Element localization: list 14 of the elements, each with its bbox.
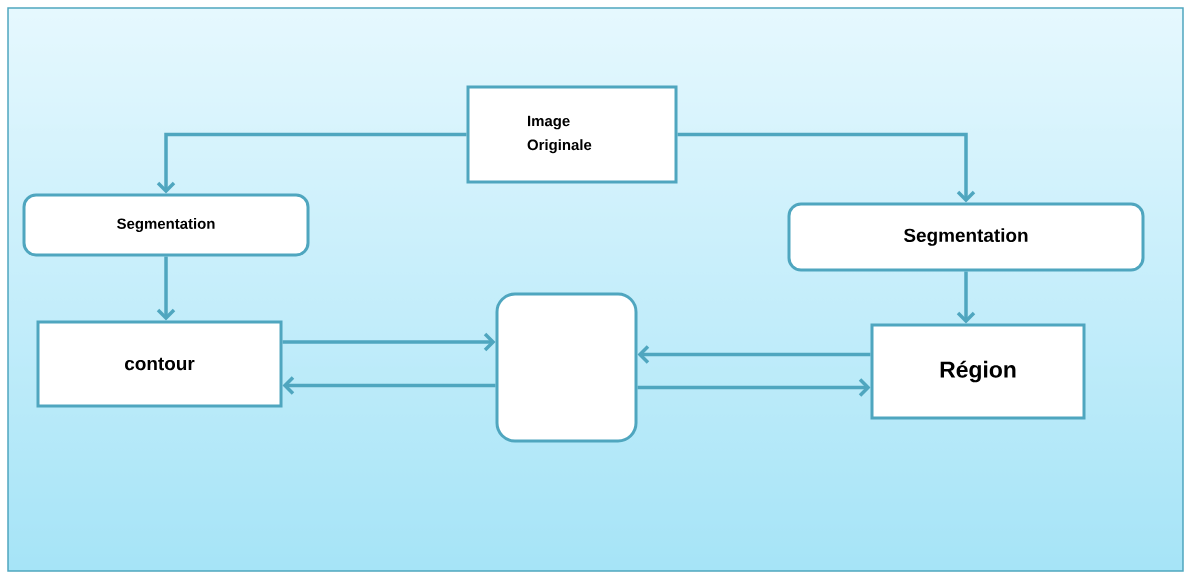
arrow bbox=[677, 132, 976, 203]
arrow bbox=[956, 271, 976, 324]
process-box: Image Originale bbox=[466, 85, 678, 184]
process-box: Segmentation bbox=[787, 202, 1145, 272]
empty-box bbox=[495, 292, 638, 443]
arrow bbox=[637, 378, 871, 397]
process-box: contour bbox=[36, 320, 283, 408]
arrow bbox=[282, 332, 496, 352]
process-box: Région bbox=[870, 323, 1086, 420]
process-box: Segmentation bbox=[22, 193, 310, 257]
arrow bbox=[637, 345, 871, 364]
arrow bbox=[156, 256, 176, 321]
arrow bbox=[282, 376, 496, 395]
arrow bbox=[156, 132, 467, 194]
